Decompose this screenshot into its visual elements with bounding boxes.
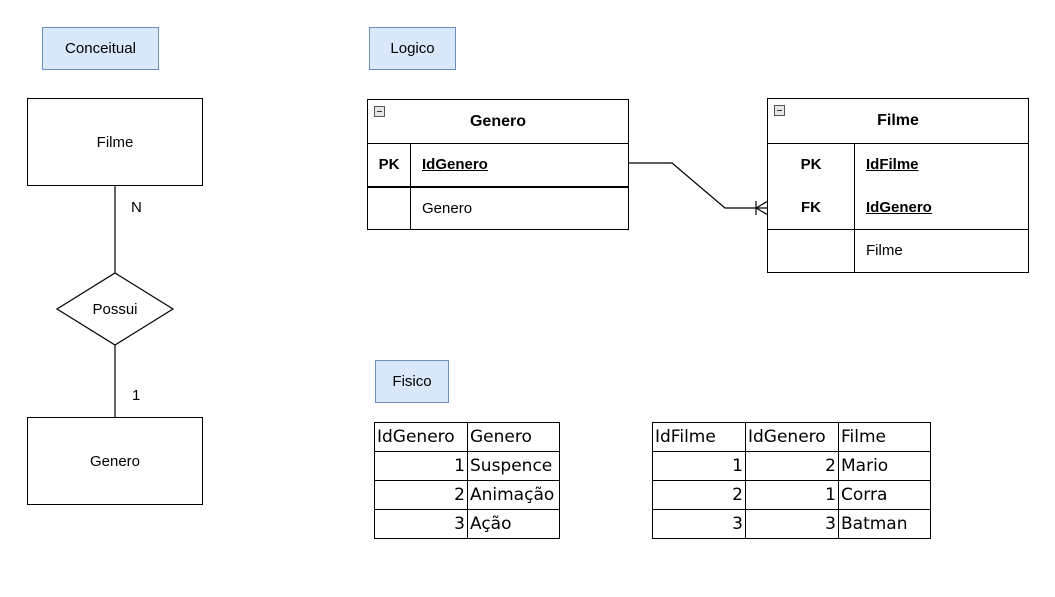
entity-genero-label: Genero [89,452,141,470]
header-cell: Genero [467,422,560,452]
table-row: 3 3 Batman [652,509,931,539]
field-idgenero: IdGenero [422,156,488,173]
collapse-icon[interactable] [374,106,385,117]
cardinality-n: N [131,199,142,216]
relationship-label: Possui [92,300,138,318]
table-header-row: IdGenero Genero [374,422,560,452]
entity-filme-label: Filme [96,133,134,151]
table-cell: Suspence [467,451,560,481]
table-cell: 1 [652,451,746,481]
table-cell: Corra [838,480,931,510]
physical-table-filme: IdFilme IdGenero Filme 1 2 Mario 2 1 Cor… [652,422,931,539]
logico-label: Logico [369,27,456,70]
table-row: 1 Suspence [374,451,560,481]
crowfoot-upper [755,200,769,209]
table-cell: 3 [745,509,839,539]
table-cell: 1 [374,451,468,481]
table-cell: 2 [745,451,839,481]
pk-marker: PK [800,156,822,173]
table-title: Genero [469,112,526,130]
table-cell: Batman [838,509,931,539]
field-idfilme: IdFilme [866,156,919,173]
table-cell: 2 [652,480,746,510]
logical-table-genero: Genero PK IdGenero Genero [367,99,629,230]
collapse-icon[interactable] [774,105,785,116]
table-cell: 3 [374,509,468,539]
fk-marker: FK [801,199,821,216]
table-row: 1 2 Mario [652,451,931,481]
field-idgenero-fk: IdGenero [866,199,932,216]
logical-table-filme: Filme PK IdFilme FK IdGenero Filme [767,98,1029,273]
entity-filme: Filme [27,98,203,186]
header-cell: IdGenero [745,422,839,452]
table-header-row: IdFilme IdGenero Filme [652,422,931,452]
conceitual-label: Conceitual [42,27,159,70]
header-cell: Filme [838,422,931,452]
cardinality-1: 1 [132,387,141,404]
table-cell: 2 [374,480,468,510]
table-row: 2 1 Corra [652,480,931,510]
entity-genero: Genero [27,417,203,505]
physical-table-genero: IdGenero Genero 1 Suspence 2 Animação 3 … [374,422,560,539]
pk-marker: PK [378,156,400,173]
table-cell: 3 [652,509,746,539]
table-title: Filme [877,112,919,129]
table-cell: Ação [467,509,560,539]
table-cell: Mario [838,451,931,481]
table-row: 3 Ação [374,509,560,539]
header-cell: IdGenero [374,422,468,452]
crowfoot-lower [755,207,769,216]
table-cell: Animação [467,480,560,510]
header-cell: IdFilme [652,422,746,452]
field-genero: Genero [422,200,473,217]
fisico-label: Fisico [375,360,449,403]
table-cell: 1 [745,480,839,510]
relationship-connector [629,162,768,209]
field-filme: Filme [866,242,903,259]
table-row: 2 Animação [374,480,560,510]
relationship-diamond [55,272,175,346]
